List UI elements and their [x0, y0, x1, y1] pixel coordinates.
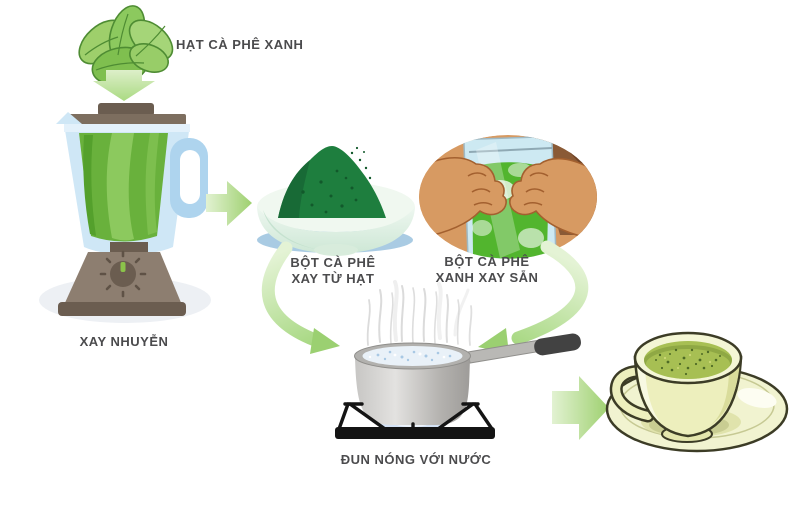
label-green-coffee-beans: HẠT CÀ PHÊ XANH — [176, 37, 304, 52]
steam — [366, 280, 473, 346]
powder-mound — [278, 146, 386, 218]
blender-icon — [39, 103, 211, 323]
pot-handle-grip — [534, 333, 581, 356]
right-hand — [509, 157, 597, 241]
blender-dial — [99, 250, 147, 298]
blender-jar — [56, 112, 208, 255]
left-hand — [419, 156, 507, 239]
right-arrow-icon — [206, 181, 252, 226]
label-powder-preground-line2: XANH XAY SẴN — [435, 270, 539, 285]
label-powder-from-beans-line1: BỘT CÀ PHÊ — [290, 255, 376, 270]
hands-holding-pack-icon — [419, 135, 597, 259]
blender-lid — [68, 114, 186, 125]
bowl-body — [257, 207, 415, 254]
blender-lid-knob — [98, 103, 154, 116]
label-powder-from-beans-line2: XAY TỪ HẠT — [291, 271, 375, 286]
powder-bowl-icon — [257, 146, 415, 256]
pot — [354, 333, 581, 425]
curved-arrow-left-icon — [261, 241, 340, 354]
boiling-water — [362, 346, 463, 366]
label-powder-preground-line1: BỘT CÀ PHÊ — [444, 254, 530, 269]
boiling-pot-icon — [335, 280, 581, 439]
down-arrow-icon — [93, 70, 155, 101]
label-heat-with-water: ĐUN NÓNG VỚI NƯỚC — [340, 452, 492, 467]
right-arrow-to-cup-icon — [552, 376, 609, 440]
label-grind: XAY NHUYỄN — [79, 334, 169, 349]
green-tea-cup-icon — [605, 331, 789, 453]
